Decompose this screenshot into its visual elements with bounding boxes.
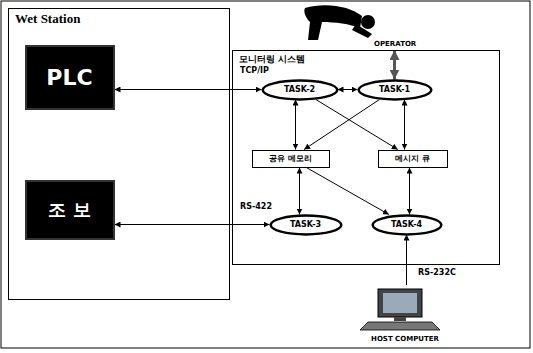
connector [316,100,398,150]
node-text: Wet Station [15,11,80,27]
robot-box: 조 보 [25,180,115,240]
ellipse-shape [358,80,431,99]
connector [393,50,396,80]
operator-node: OPERATOR [300,2,435,50]
connector [299,168,300,215]
keyboard [360,322,440,330]
node-text: TASK-1 [379,85,410,94]
outer-frame [1,1,530,348]
connector [295,100,296,150]
task-ellipse: TASK-4 [372,215,442,235]
connector [115,89,262,90]
node-text: OPERATOR [374,40,416,48]
node-text: TASK-3 [290,220,321,229]
connector [409,168,410,215]
node-text: 메시지 큐 [395,153,430,164]
ellipse-shape [270,215,341,234]
host-computer-node: HOST COMPUTER [355,285,455,343]
edge-label: TCP/IP [238,66,271,75]
connector [115,224,270,225]
monitor-stand [394,317,406,321]
monitor [378,289,422,317]
edge-label: RS-422 [238,202,274,211]
edge-label: RS-232C [416,268,458,277]
screen [383,293,417,313]
node-text: 공유 메모리 [269,153,312,164]
node-text: HOST COMPUTER [355,335,455,343]
operator-figure [304,5,375,40]
node-text: PLC [46,65,92,90]
ellipse-shape [372,215,441,234]
connector [404,100,405,150]
plc-box: PLC [25,45,115,110]
wet-station-region: Wet StationPLC 조 보 [8,8,230,300]
task-ellipse: TASK-2 [262,80,338,100]
ellipse-shape [262,80,336,99]
task-ellipse: TASK-1 [358,80,432,100]
shared-memory-box: 공유 메모리 [252,150,330,168]
host-computer-figure [360,289,440,330]
message-queue-box: 메시지 큐 [378,150,448,168]
connector [304,100,379,150]
connector [306,168,389,215]
node-text: 모니터링 시스템 [239,53,305,66]
node-text: TASK-4 [391,220,422,229]
node-text: TASK-2 [284,85,315,94]
connector [338,89,358,90]
monitoring-system-region: 모니터링 시스템 TASK-2 TASK-1 공유 메모리 메시지 큐 TASK-3 TAS… [232,50,500,265]
connector [406,235,407,286]
task-ellipse: TASK-3 [270,215,342,235]
node-text: 조 보 [48,198,90,222]
